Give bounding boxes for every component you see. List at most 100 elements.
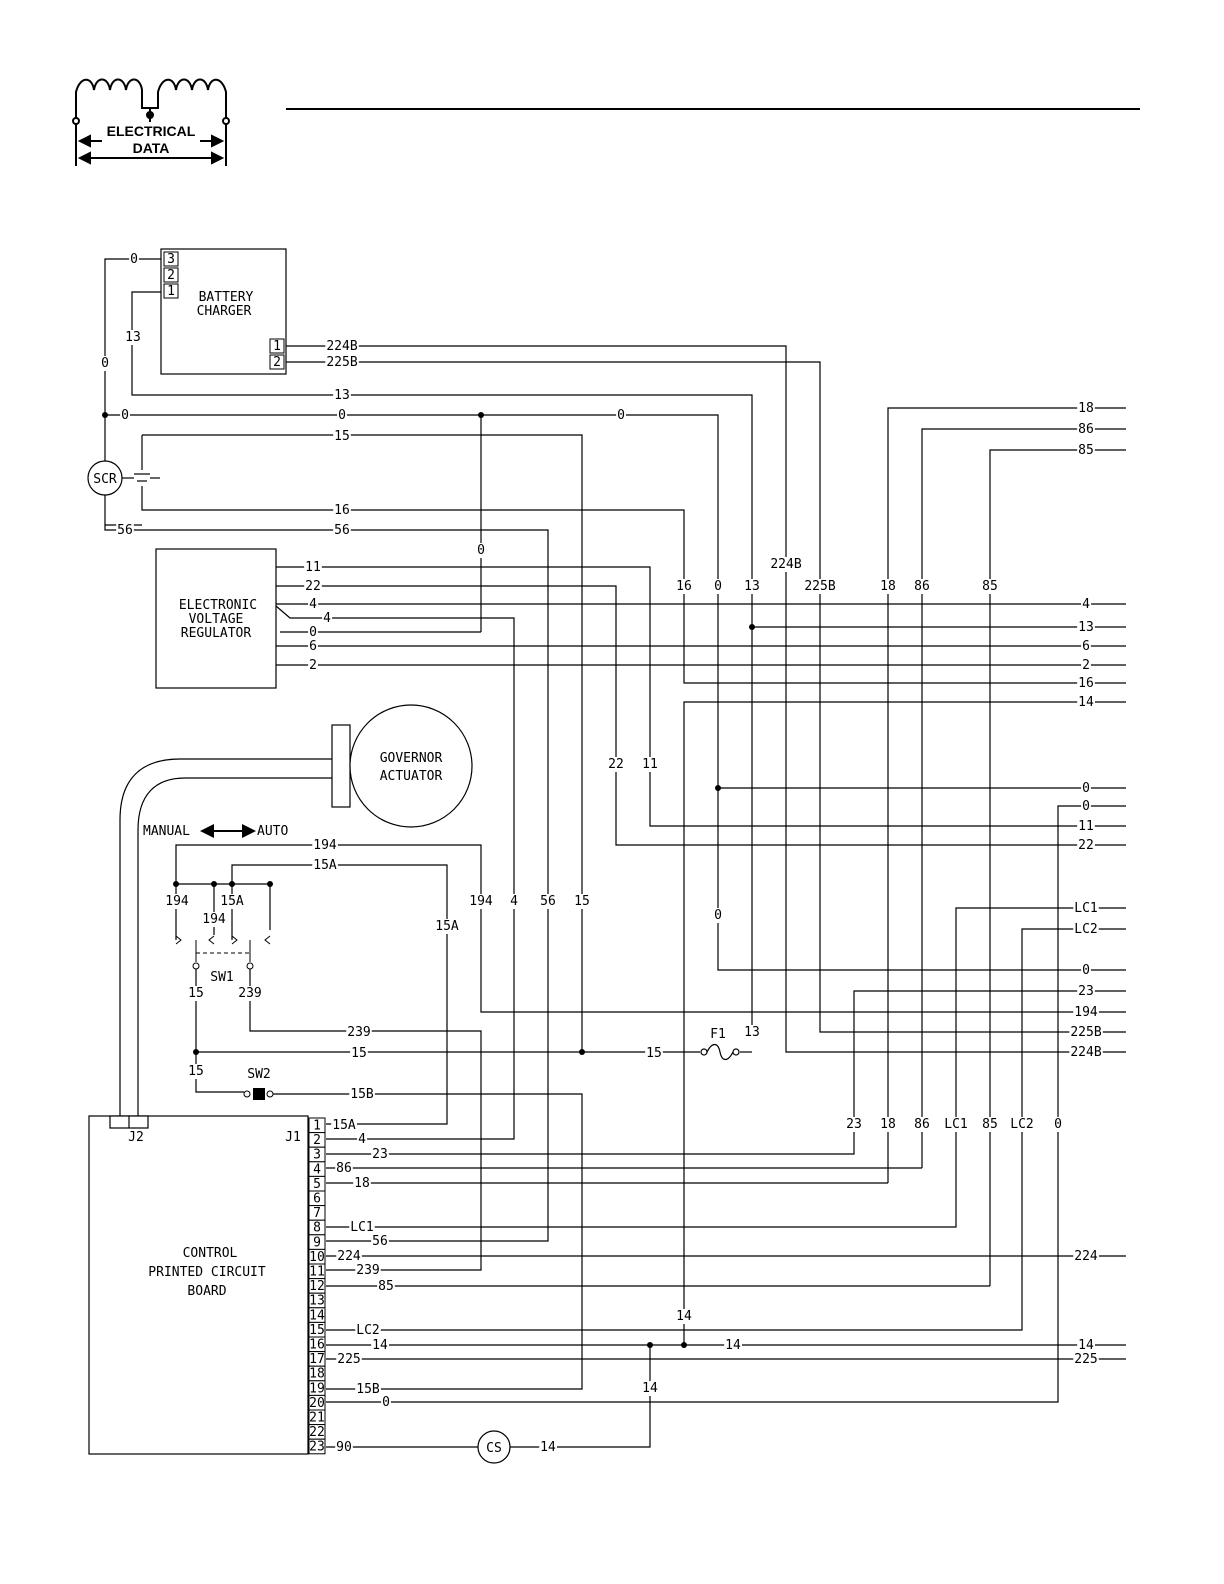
vertical-wire-label: 0 [477, 543, 485, 558]
label-knockout [943, 1117, 969, 1132]
right-terminal-label: LC1 [1074, 901, 1097, 916]
label-knockout [355, 1323, 381, 1338]
label-knockout [333, 523, 351, 538]
charger-label-1: BATTERY [199, 290, 254, 305]
vertical-wire-label: 194 [469, 894, 493, 909]
label-knockout [981, 1117, 999, 1132]
label-knockout [1081, 658, 1091, 673]
wire-label: 0 [338, 408, 346, 423]
j2-label: J2 [128, 1130, 144, 1145]
label-knockout [713, 908, 723, 923]
wire-label: 225B [326, 355, 357, 370]
vertical-wire-label: 22 [608, 757, 624, 772]
label-knockout [355, 1382, 381, 1397]
label-knockout [336, 1249, 362, 1264]
label-knockout [312, 858, 338, 873]
wire-label: 239 [356, 1263, 379, 1278]
vertical-wire-label: 0 [714, 579, 722, 594]
wire-label: 224 [337, 1249, 361, 1264]
label-knockout [509, 894, 520, 909]
right-terminal-labels: 188685413621614001122LC1LC2023194225B224… [1069, 401, 1103, 1367]
label-knockout [1077, 422, 1095, 437]
label-knockout [675, 1309, 693, 1324]
j1-pin-number: 3 [313, 1148, 321, 1163]
sw1-label: SW1 [210, 970, 233, 985]
wire-label: 4 [358, 1132, 366, 1147]
wire-label: LC2 [356, 1323, 379, 1338]
wire-label: 86 [336, 1161, 352, 1176]
label-knockout [120, 408, 130, 423]
logo-title-line1: ELECTRICAL [107, 123, 196, 139]
wire-label: 14 [372, 1338, 388, 1353]
label-knockout [1077, 401, 1095, 416]
wire-label: 239 [347, 1025, 370, 1040]
label-knockout [879, 579, 897, 594]
label-knockout [357, 1132, 368, 1147]
j1-pin-number: 12 [309, 1279, 325, 1294]
label-knockout [100, 356, 110, 371]
j1-pin-number: 9 [313, 1235, 321, 1250]
label-knockout [308, 658, 318, 673]
label-knockout [116, 523, 134, 538]
right-terminal-label: 85 [1078, 443, 1094, 458]
label-knockout [337, 408, 347, 423]
label-knockout [1073, 1352, 1099, 1367]
wire-label: 13 [334, 388, 350, 403]
label-knockout [1073, 1005, 1099, 1020]
j1-pin-number: 7 [313, 1206, 321, 1221]
wire-label: 18 [354, 1176, 370, 1191]
j1-pin-number: 20 [309, 1396, 325, 1411]
wire-label: 15 [188, 986, 204, 1001]
right-terminal-label: 224 [1074, 1249, 1098, 1264]
label-knockout [1081, 963, 1091, 978]
vertical-wire-label: 16 [676, 579, 692, 594]
j1-pin-box [308, 1438, 326, 1455]
vertical-wire-label: LC2 [1010, 1117, 1033, 1132]
vertical-wire-label: 85 [982, 1117, 998, 1132]
charger-label-2: CHARGER [197, 304, 252, 319]
label-knockout [237, 986, 263, 1001]
cs-symbol [477, 1430, 511, 1464]
label-knockout [335, 1161, 353, 1176]
wire-label: 4 [309, 597, 317, 612]
label-knockout [1077, 620, 1095, 635]
label-knockout [346, 1025, 372, 1040]
right-terminal-label: 11 [1078, 819, 1094, 834]
right-terminal-label: LC2 [1074, 922, 1097, 937]
label-knockout [124, 330, 142, 345]
label-knockout [355, 1263, 381, 1278]
label-knockout [1081, 639, 1091, 654]
label-knockout [325, 339, 359, 354]
j1-pin-number: 16 [309, 1338, 325, 1353]
battery-charger-box [160, 248, 287, 375]
right-terminal-label: 0 [1082, 781, 1090, 796]
wire-label: 0 [309, 625, 317, 640]
label-knockout [1077, 676, 1095, 691]
label-knockout [879, 1117, 897, 1132]
wire-labels: 0 13 0 13 0 0 0 15 16 56 56 194 15A 194 … [100, 252, 761, 1455]
label-knockout [349, 1087, 375, 1102]
vertical-wire-label: 86 [914, 1117, 930, 1132]
label-knockout [913, 1117, 931, 1132]
j1-pin-number: 8 [313, 1221, 321, 1236]
wire-label: 15 [646, 1046, 662, 1061]
label-knockout [1077, 984, 1095, 999]
label-knockout [333, 503, 351, 518]
vertical-wire-label: 56 [540, 894, 556, 909]
label-knockout [1009, 1117, 1035, 1132]
right-terminal-label: 225 [1074, 1352, 1097, 1367]
label-knockout [1053, 1117, 1063, 1132]
label-knockout [769, 557, 803, 572]
wire-label: 15A [313, 858, 337, 873]
governor-actuator-symbol [349, 704, 473, 828]
right-terminal-label: 0 [1082, 799, 1090, 814]
label-knockout [371, 1147, 389, 1162]
right-terminal-label: 194 [1074, 1005, 1098, 1020]
vertical-wire-label: 15 [574, 894, 590, 909]
wire-label: 0 [130, 252, 138, 267]
label-knockout [539, 894, 557, 909]
wire-label: 23 [372, 1147, 388, 1162]
charger-pin-3: 3 [167, 252, 175, 267]
